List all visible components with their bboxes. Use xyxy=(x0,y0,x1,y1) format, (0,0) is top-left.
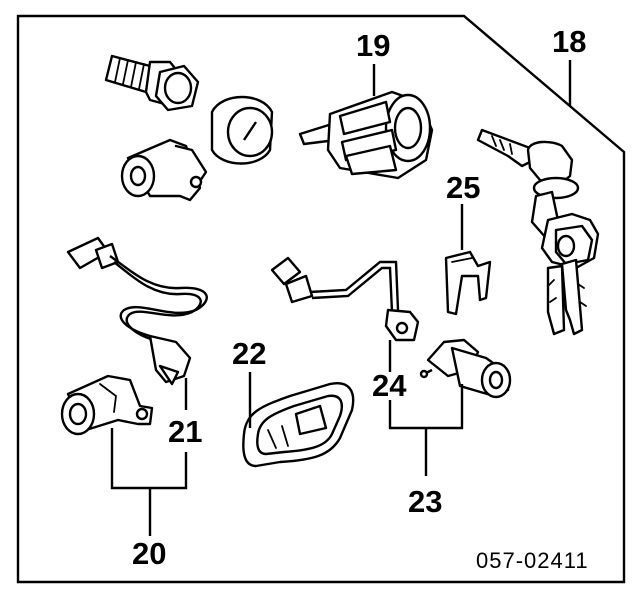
diagram-code: 057-02411 xyxy=(476,548,589,573)
outer-door-handle xyxy=(242,382,355,468)
callout-21: 21 xyxy=(168,414,202,449)
callout-22: 22 xyxy=(232,336,266,371)
leader-20 xyxy=(110,428,188,536)
diagram-frame xyxy=(16,14,626,584)
lock-harness xyxy=(66,236,208,386)
callout-24: 24 xyxy=(372,368,407,403)
lock-cylinder-cap xyxy=(210,95,274,165)
callout-18: 18 xyxy=(552,24,586,59)
callout-19: 19 xyxy=(356,28,390,63)
small-lock-cylinder xyxy=(120,138,208,202)
retainer-clip xyxy=(444,250,492,316)
trunk-lock-cylinder xyxy=(419,338,512,399)
ignition-lock-assembly xyxy=(298,90,434,180)
door-lock-cylinder xyxy=(60,374,154,436)
lock-rod xyxy=(270,256,420,342)
key-set xyxy=(476,128,600,336)
callout-25: 25 xyxy=(446,170,480,205)
leader-23 xyxy=(388,384,464,476)
callout-20: 20 xyxy=(132,536,166,571)
bolt-part xyxy=(104,54,200,112)
callout-23: 23 xyxy=(408,484,442,519)
